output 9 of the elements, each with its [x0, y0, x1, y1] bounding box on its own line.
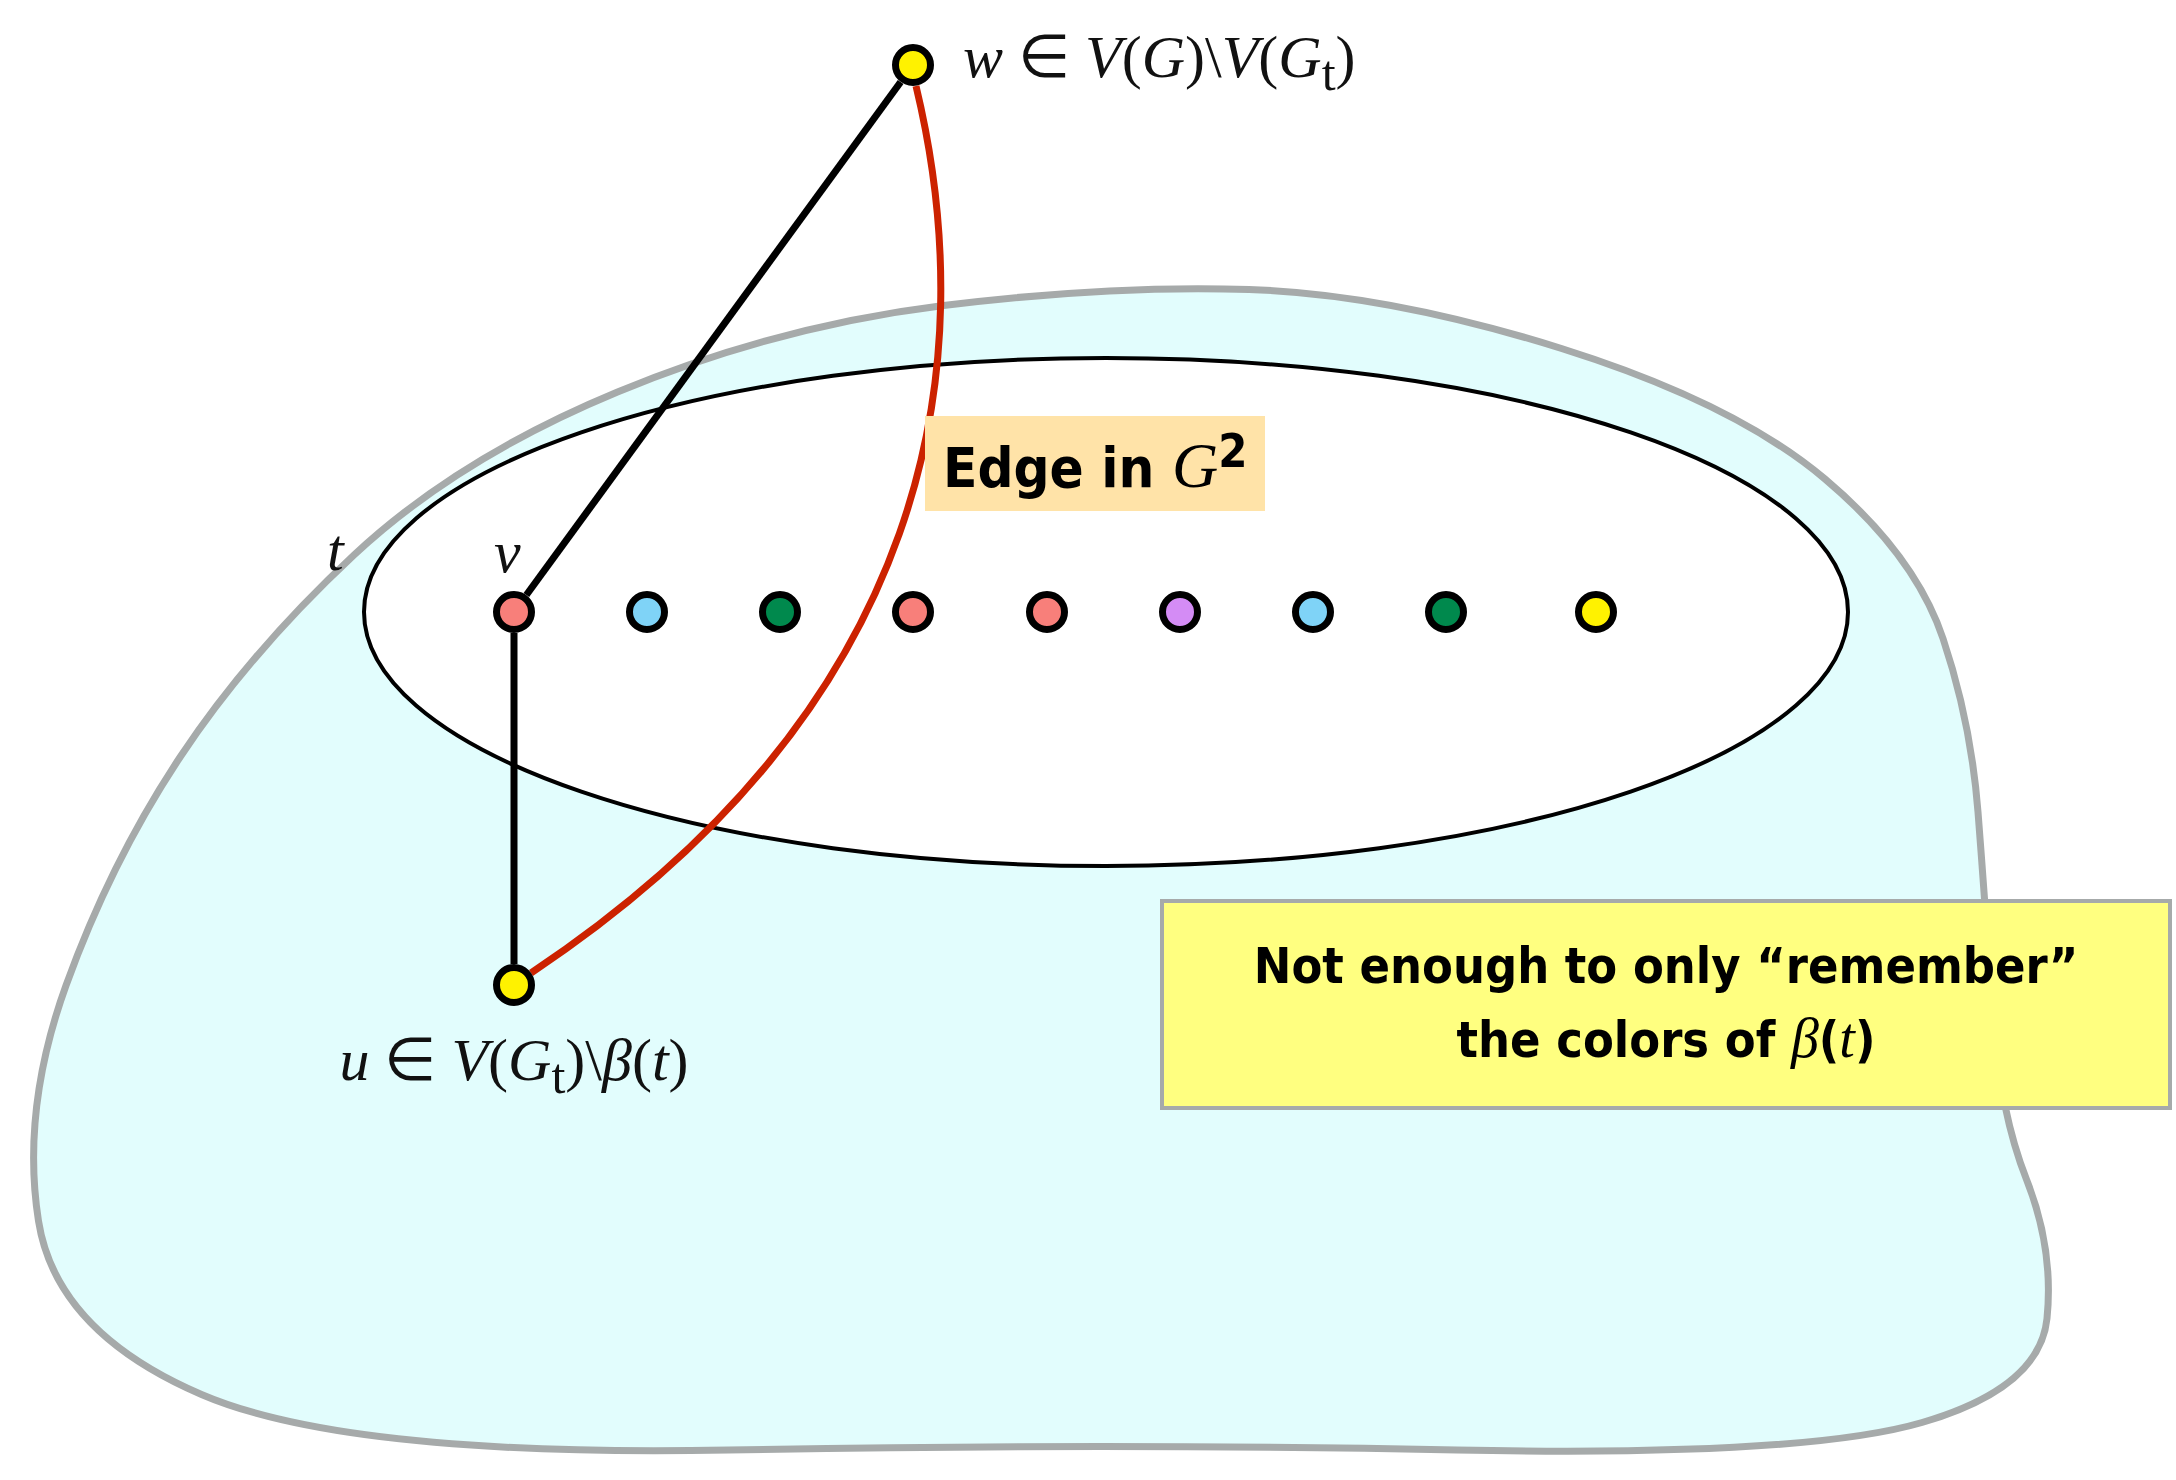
note-box: Not enough to only “remember” the colors of β(t): [1160, 899, 2172, 1110]
bag-label: t: [327, 520, 344, 580]
graph-edge: [510, 633, 518, 964]
graph-edge: [528, 85, 945, 976]
vertex-label: w ∈ V(G)\V(G$_{t}$): [963, 27, 1356, 98]
vertex-label: v: [494, 522, 521, 582]
vertex-label: u ∈ V(G$_{t}$)\β(t): [339, 1030, 689, 1101]
edge-label: Edge in G$^{2}$: [925, 416, 1266, 511]
graph-edge: [523, 79, 904, 598]
